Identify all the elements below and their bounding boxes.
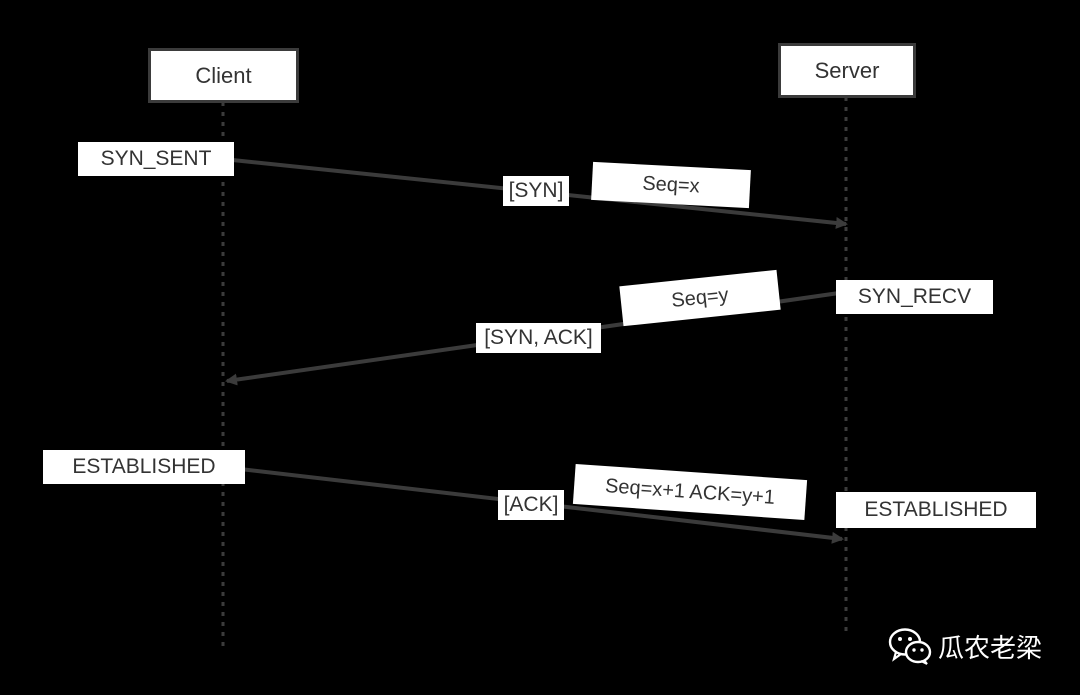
server-state-syn-recv: SYN_RECV: [836, 280, 993, 314]
client-actor-label: Client: [195, 62, 252, 88]
watermark-text: 瓜农老梁: [938, 632, 1043, 663]
client-actor-box: Client: [148, 48, 299, 103]
server-actor-box: Server: [778, 43, 916, 98]
wechat-icon: [888, 628, 932, 665]
ack-flag-label: [ACK]: [498, 490, 564, 520]
client-state-established: ESTABLISHED: [43, 450, 245, 484]
syn-flag-label: [SYN]: [503, 176, 569, 206]
server-actor-label: Server: [814, 57, 880, 83]
watermark: 瓜农老梁: [888, 626, 1042, 666]
syn-ack-flag-label: [SYN, ACK]: [476, 323, 601, 353]
client-state-syn-sent: SYN_SENT: [78, 142, 234, 176]
server-state-established: ESTABLISHED: [836, 492, 1036, 528]
